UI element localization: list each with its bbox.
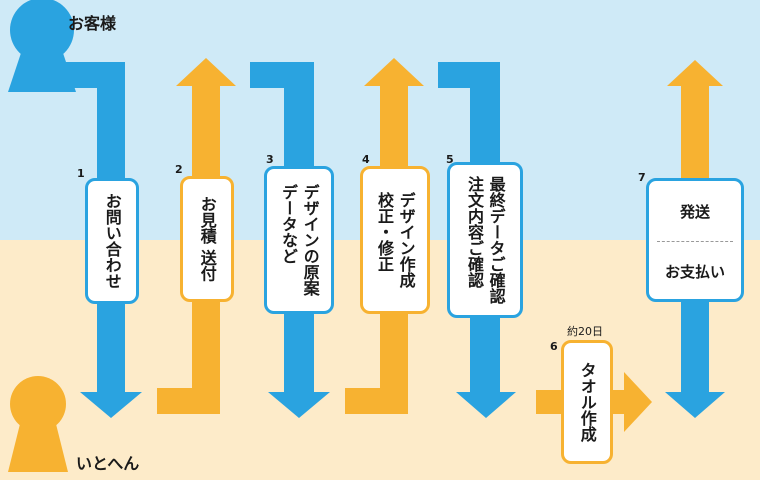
company-person-icon	[8, 376, 68, 472]
step7-up-arrow	[667, 60, 723, 200]
step5-label: 最終データご確認 注文内容ご確認	[465, 176, 506, 304]
step6-number: 6	[550, 340, 558, 353]
step3-box: デザインの原案 データなど	[264, 166, 334, 314]
step1-number: 1	[77, 167, 85, 180]
step7-shipping-label: 発送	[679, 203, 710, 221]
step7-number: 7	[638, 171, 646, 184]
step3-label: デザインの原案 データなど	[279, 184, 320, 296]
step4-number: 4	[362, 153, 370, 166]
step7-down-arrow	[665, 270, 725, 418]
step5-number: 5	[446, 153, 454, 166]
step2-number: 2	[175, 163, 183, 176]
step3-number: 3	[266, 153, 274, 166]
step1-box: お問い合わせ	[85, 178, 139, 304]
step4-box: デザイン作成 校正・修正	[360, 166, 430, 314]
step7-box: 発送 お支払い	[646, 178, 744, 302]
customer-label: お客様	[68, 14, 117, 33]
customer-person-icon	[8, 0, 76, 92]
step2-box: お見積 送付	[180, 176, 234, 302]
step7-divider	[657, 241, 733, 242]
step7-payment-label: お支払い	[664, 263, 725, 281]
step2-label: お見積 送付	[197, 196, 217, 282]
step5-box: 最終データご確認 注文内容ご確認	[447, 162, 523, 318]
step6-duration: 約20日	[567, 325, 603, 338]
step6-label: タオル作成	[577, 362, 597, 442]
company-label: いとへん	[76, 454, 140, 473]
step6-box: タオル作成	[561, 340, 613, 464]
step1-label: お問い合わせ	[102, 193, 122, 289]
step4-label: デザイン作成 校正・修正	[375, 192, 416, 288]
